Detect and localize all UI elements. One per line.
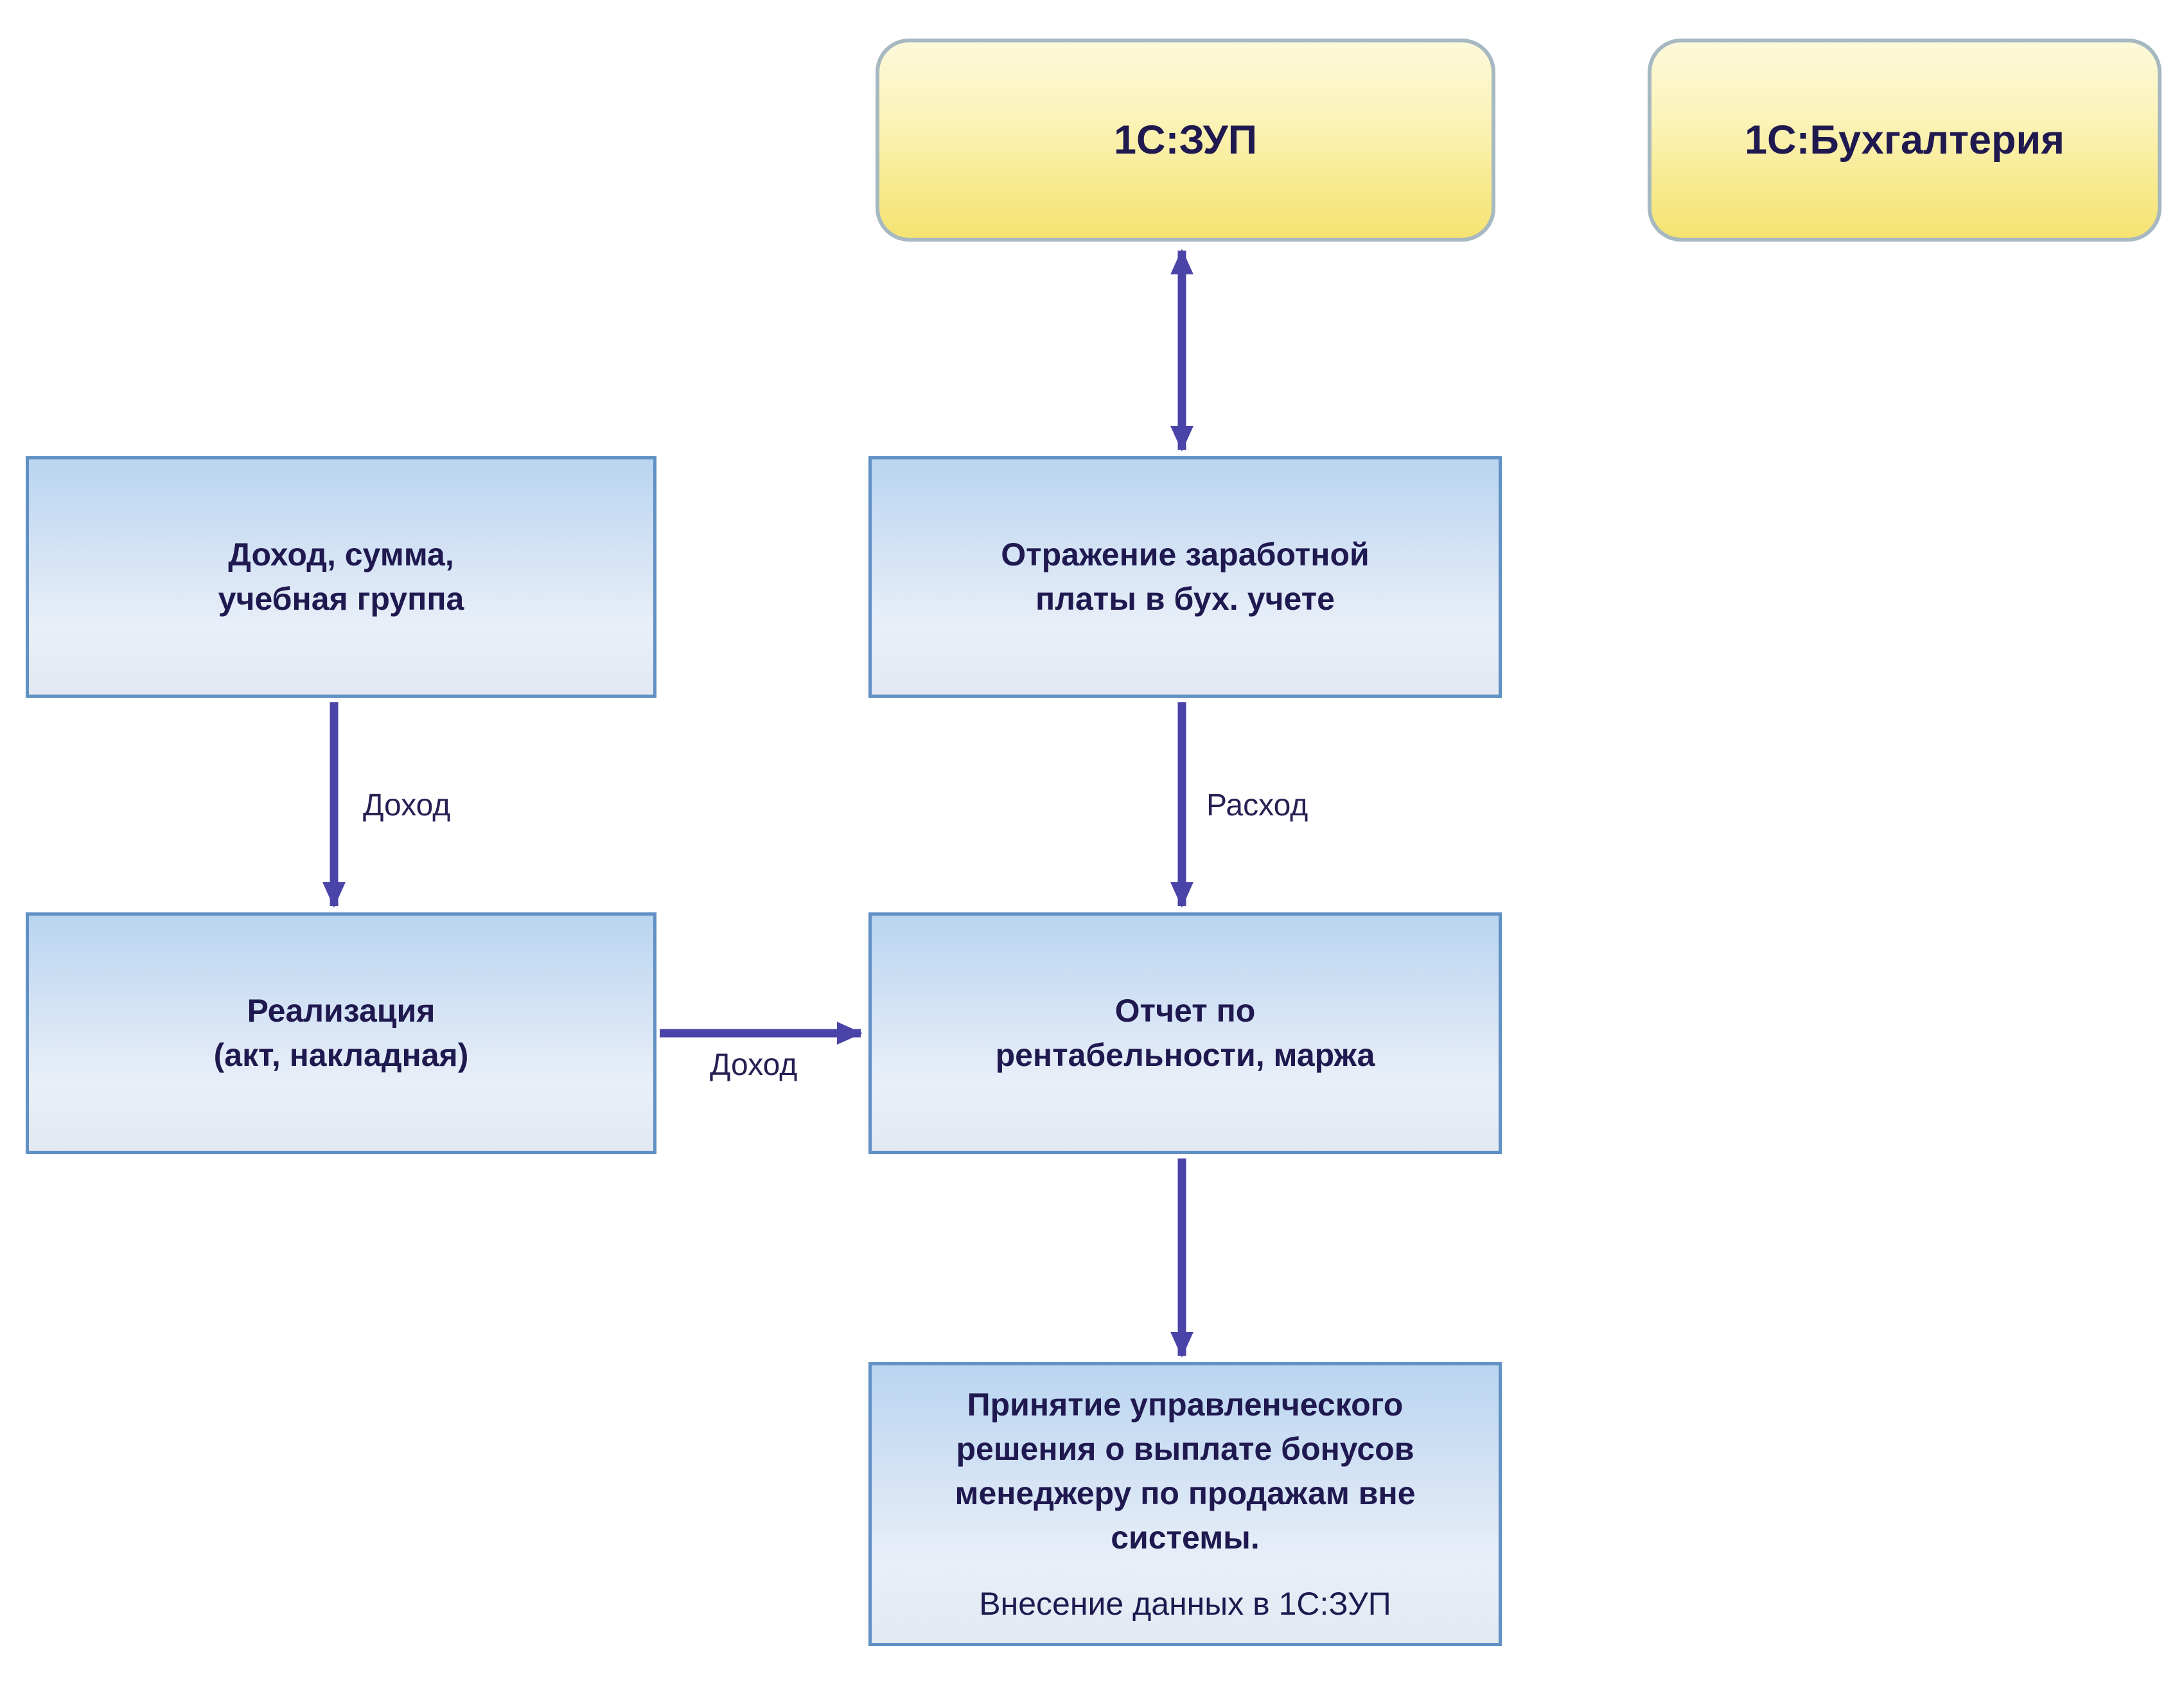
system-box-1c-zup-label: 1С:ЗУП (1113, 118, 1258, 163)
edge-label-expense: Расход (1206, 788, 1308, 822)
node-realization: Реализация (акт, накладная) (26, 912, 656, 1154)
edge-label-income: Доход (363, 788, 451, 822)
node-management-decision-sublabel: Внесение данных в 1С:ЗУП (979, 1585, 1391, 1622)
node-management-decision: Принятие управленческого решения о выпла… (868, 1362, 1502, 1646)
node-income-data-label: Доход, сумма, учебная группа (218, 537, 464, 617)
system-box-1c-accounting-label: 1С:Бухгалтерия (1745, 118, 2065, 163)
node-income-data: Доход, сумма, учебная группа (26, 456, 656, 698)
node-salary-reflection-label: Отражение заработной платы в бух. учете (1001, 537, 1369, 617)
node-profitability-report-label: Отчет по рентабельности, маржа (995, 993, 1375, 1073)
system-box-1c-zup: 1С:ЗУП (876, 39, 1495, 242)
node-salary-reflection: Отражение заработной платы в бух. учете (868, 456, 1502, 698)
node-profitability-report: Отчет по рентабельности, маржа (868, 912, 1502, 1154)
system-box-1c-accounting: 1С:Бухгалтерия (1648, 39, 2162, 242)
node-realization-label: Реализация (акт, накладная) (213, 993, 469, 1073)
node-management-decision-label: Принятие управленческого решения о выпла… (955, 1386, 1416, 1556)
edge-label-income-horizontal: Доход (710, 1048, 798, 1082)
